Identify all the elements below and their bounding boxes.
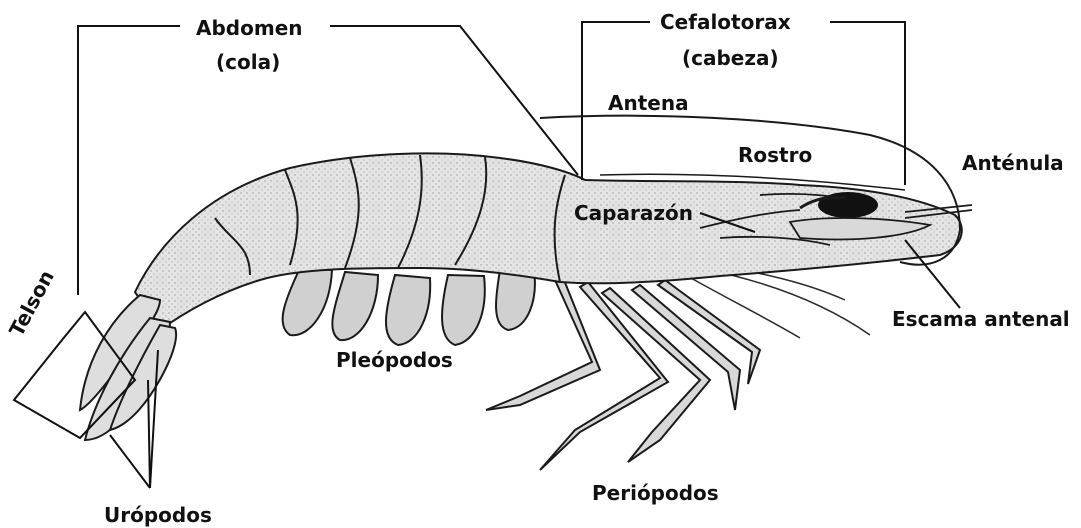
uropodos-leader-1	[110, 435, 150, 488]
eye-shape	[818, 192, 878, 218]
shrimp-body	[135, 153, 962, 330]
cefalotorax-label: Cefalotorax	[660, 12, 791, 32]
cefalotorax-sub-label: (cabeza)	[682, 48, 779, 68]
leg-3	[602, 288, 710, 462]
rostro-label: Rostro	[738, 145, 812, 165]
caparazon-label: Caparazón	[574, 203, 693, 223]
uropodos-label: Urópodos	[104, 505, 212, 525]
pleopodos-label: Pleópodos	[336, 350, 453, 370]
pleopodos-legs	[283, 268, 535, 345]
antena-label: Antena	[608, 93, 689, 113]
pleopod-1	[283, 268, 332, 335]
periopodos-label: Periópodos	[592, 483, 719, 503]
abdomen-sub-label: (cola)	[216, 52, 280, 72]
pleopod-2	[332, 272, 378, 340]
antenula-label: Anténula	[962, 153, 1064, 173]
abdomen-label: Abdomen	[196, 18, 303, 38]
pleopod-5	[496, 270, 535, 330]
pleopod-4	[442, 275, 485, 345]
pleopod-3	[386, 275, 430, 345]
escama-antenal-label: Escama antenal	[892, 309, 1070, 329]
leg-5	[658, 280, 760, 384]
cefalotorax-bracket-right	[830, 22, 905, 185]
abdomen-bracket-right	[330, 26, 578, 175]
